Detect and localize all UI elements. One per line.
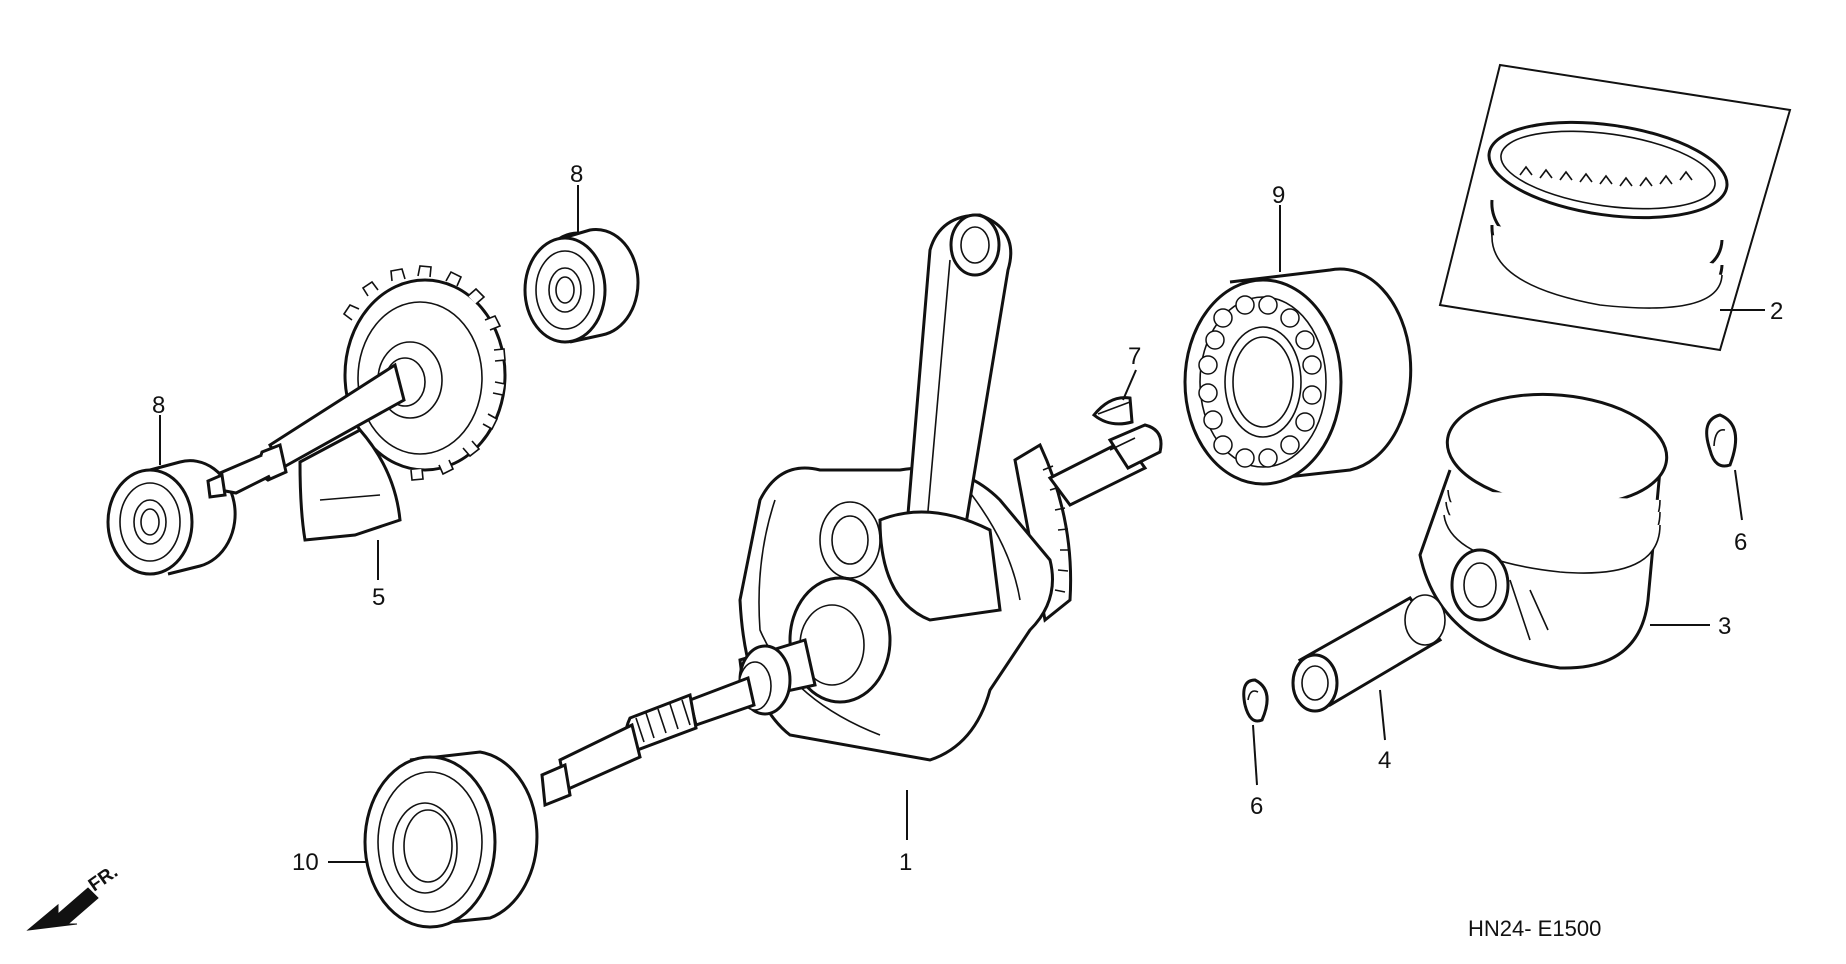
callout-10: 10 xyxy=(292,849,319,876)
oil-seal xyxy=(363,750,539,929)
callout-9: 9 xyxy=(1272,182,1285,209)
callout-1: 1 xyxy=(899,849,912,876)
callout-7: 7 xyxy=(1128,343,1141,370)
callout-labels: 8 8 5 9 7 2 3 6 4 6 1 10 xyxy=(152,161,1783,876)
piston-pin-clip-left xyxy=(1242,678,1269,723)
front-arrow-icon xyxy=(26,887,99,931)
callout-2: 2 xyxy=(1770,298,1783,325)
callout-3: 3 xyxy=(1718,613,1731,640)
balancer-shaft xyxy=(206,265,507,542)
piston-pin xyxy=(1291,594,1446,713)
crankshaft-assembly xyxy=(540,213,1163,808)
callout-4: 4 xyxy=(1378,747,1391,774)
ball-bearing-large xyxy=(1183,267,1413,486)
woodruff-key xyxy=(1091,396,1134,426)
piston-pin-clip-right xyxy=(1705,413,1738,468)
front-direction-indicator: FR. xyxy=(26,861,122,931)
callout-8-upper: 8 xyxy=(570,161,583,188)
piston-ring-set xyxy=(1438,63,1792,352)
ball-bearing-upper xyxy=(523,227,640,344)
leader-lines xyxy=(159,185,1765,863)
diagram-code: HN24- E1500 xyxy=(1468,916,1601,941)
callout-8-left: 8 xyxy=(152,392,165,419)
piston xyxy=(1418,392,1669,670)
callout-6-right: 6 xyxy=(1734,529,1747,556)
callout-5: 5 xyxy=(372,584,385,611)
callout-6-left: 6 xyxy=(1250,793,1263,820)
